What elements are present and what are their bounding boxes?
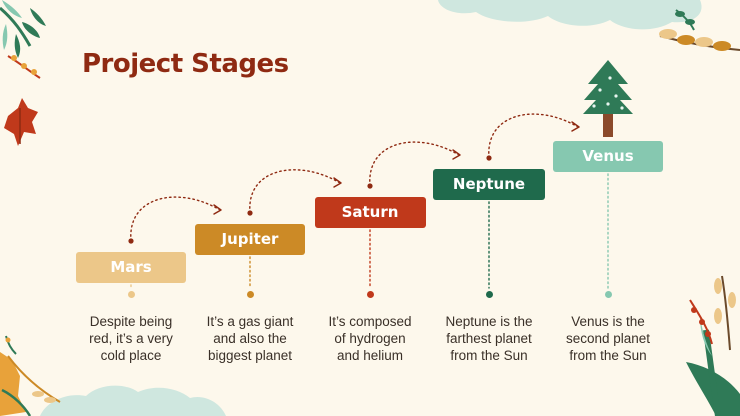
stage-arrow-connector	[249, 169, 341, 214]
stage-arrow-connector	[369, 141, 460, 187]
arrowhead-icon	[213, 204, 222, 215]
page-title: Project Stages	[82, 49, 289, 79]
autumn-leaf-icon	[4, 98, 38, 146]
fern-icon	[686, 316, 740, 416]
stage-label-saturn: Saturn	[314, 197, 426, 228]
arrowhead-icon	[452, 149, 461, 160]
berry-branch-icon	[7, 55, 41, 79]
stage-label-venus: Venus	[553, 141, 663, 172]
berry-branch-icon	[689, 275, 736, 351]
leafy-branch-icon	[1, 335, 32, 416]
autumn-leaf-icon	[0, 352, 61, 416]
stage-arrow-connector	[130, 196, 221, 242]
top-cloud-shape	[438, 0, 702, 30]
leafy-branch-icon	[0, 0, 46, 58]
arrowhead-icon	[571, 121, 580, 132]
arrowhead-icon	[333, 177, 342, 188]
stage-label-neptune: Neptune	[433, 169, 545, 200]
stage-dot	[246, 290, 254, 298]
stage-arrow-connector	[488, 113, 579, 159]
stage-dot	[366, 290, 374, 298]
stage-label-mars: Mars	[76, 252, 186, 283]
bottom-cloud-shape	[40, 385, 226, 416]
leafy-branch-icon	[659, 9, 740, 51]
stage-dot	[485, 290, 493, 298]
pine-tree-icon	[583, 60, 633, 137]
stage-label-jupiter: Jupiter	[195, 224, 305, 255]
stage-dot	[604, 290, 612, 298]
stage-dot	[127, 290, 135, 298]
